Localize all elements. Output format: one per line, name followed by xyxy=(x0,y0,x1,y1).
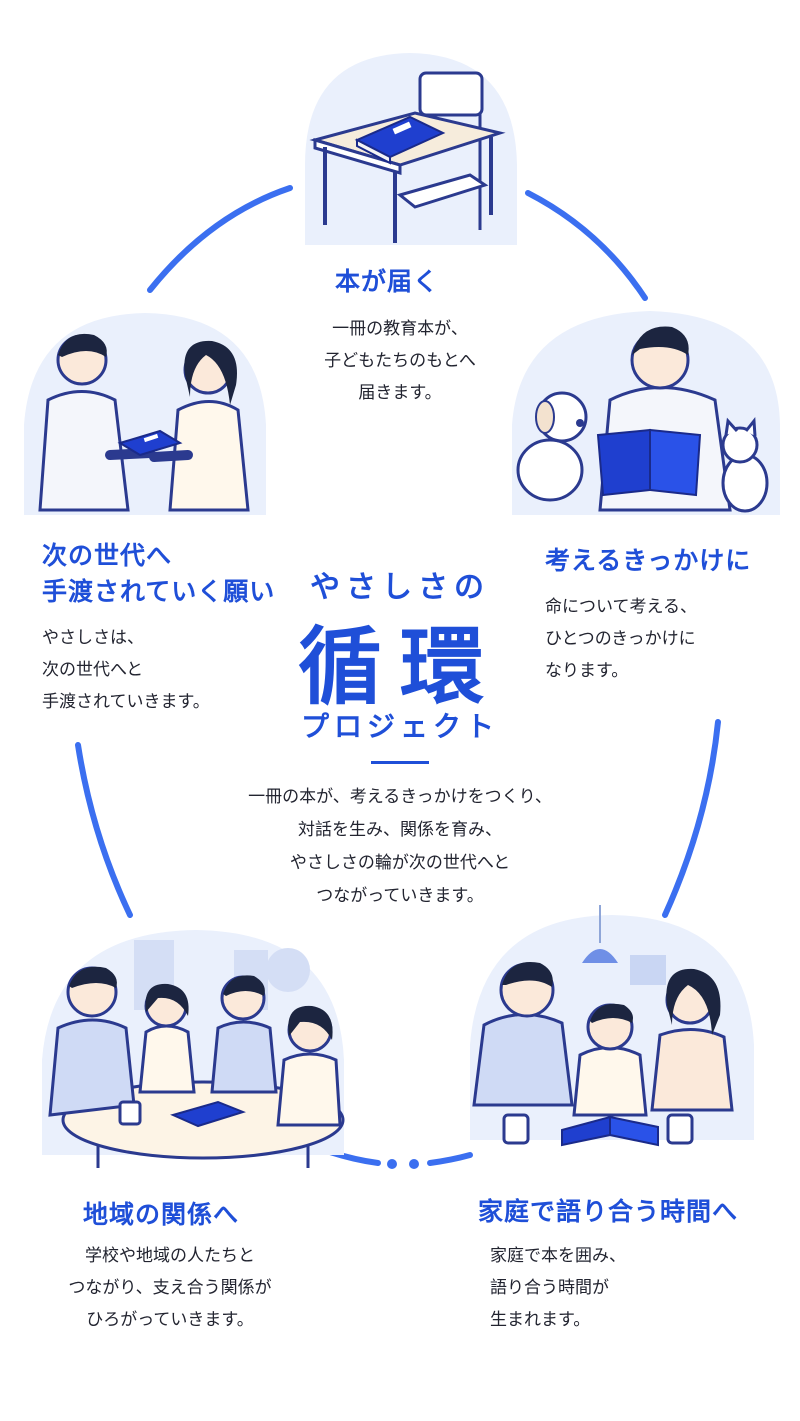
desc-line: 生まれます。 xyxy=(490,1310,591,1330)
ring-dot xyxy=(409,1159,419,1169)
desc-line: なります。 xyxy=(545,661,629,681)
stage-title-thinking: 考えるきっかけに xyxy=(545,546,752,575)
title-line: 次の世代へ xyxy=(42,541,173,570)
stage-desc-family: 家庭で本を囲み、 語り合う時間が 生まれます。 xyxy=(490,1240,626,1336)
desc-line: やさしさの輪が次の世代へと xyxy=(289,853,511,873)
desc-line: つながり、支え合う関係が xyxy=(68,1278,272,1298)
reading-with-pets-icon xyxy=(512,311,780,515)
desc-line: ひとつのきっかけに xyxy=(545,629,696,649)
ring-arc-right xyxy=(662,719,721,918)
stage-title-delivery: 本が届く xyxy=(335,267,440,296)
center-subtitle: やさしさの xyxy=(310,570,490,605)
stage-title-community: 地域の関係へ xyxy=(83,1200,240,1229)
ring-dot xyxy=(387,1159,397,1169)
desc-line: 一冊の本が、考えるきっかけをつくり、 xyxy=(248,787,552,807)
stage-title-next-generation: 次の世代へ 手渡されていく願い xyxy=(42,538,275,610)
stage-desc-community: 学校や地域の人たちと つながり、支え合う関係が ひろがっていきます。 xyxy=(40,1240,300,1336)
title-line: 手渡されていく願い xyxy=(42,577,276,606)
center-title: 循環 xyxy=(297,618,502,716)
stage-desc-thinking: 命について考える、 ひとつのきっかけに なります。 xyxy=(545,591,697,687)
ring-arc-bottom-right xyxy=(427,1152,473,1166)
desc-line: 次の世代へと xyxy=(42,660,144,680)
desc-line: 命について考える、 xyxy=(545,597,697,617)
ring-arc-top-right xyxy=(525,190,648,301)
desc-line: 家庭で本を囲み、 xyxy=(490,1246,626,1266)
stage-desc-delivery: 一冊の教育本が、 子どもたちのもとへ 届きます。 xyxy=(300,313,500,409)
title-divider xyxy=(371,761,429,764)
desc-line: 学校や地域の人たちと xyxy=(85,1246,255,1266)
desc-line: 語り合う時間が xyxy=(490,1278,609,1298)
ring-arc-top-left xyxy=(147,185,293,293)
stage-desc-next-generation: やさしさは、 次の世代へと 手渡されていきます。 xyxy=(42,622,210,718)
ring-arc-left xyxy=(75,742,133,918)
desc-line: ひろがっていきます。 xyxy=(86,1310,254,1330)
desk-book-icon xyxy=(305,53,517,245)
handing-book-icon xyxy=(24,313,266,515)
desc-line: 届きます。 xyxy=(358,383,442,403)
community-table-icon xyxy=(42,930,345,1168)
desc-line: 手渡されていきます。 xyxy=(42,692,210,712)
desc-line: 子どもたちのもとへ xyxy=(324,351,476,371)
desc-line: 対話を生み、関係を育み、 xyxy=(298,820,502,840)
center-project: プロジェクト xyxy=(300,710,499,743)
desc-line: やさしさは、 xyxy=(42,628,144,648)
stage-title-family: 家庭で語り合う時間へ xyxy=(478,1197,739,1226)
family-talk-icon xyxy=(470,905,754,1147)
desc-line: つながっていきます。 xyxy=(316,886,484,906)
center-description: 一冊の本が、考えるきっかけをつくり、 対話を生み、関係を育み、 やさしさの輪が次… xyxy=(200,781,600,913)
desc-line: 一冊の教育本が、 xyxy=(332,319,468,339)
